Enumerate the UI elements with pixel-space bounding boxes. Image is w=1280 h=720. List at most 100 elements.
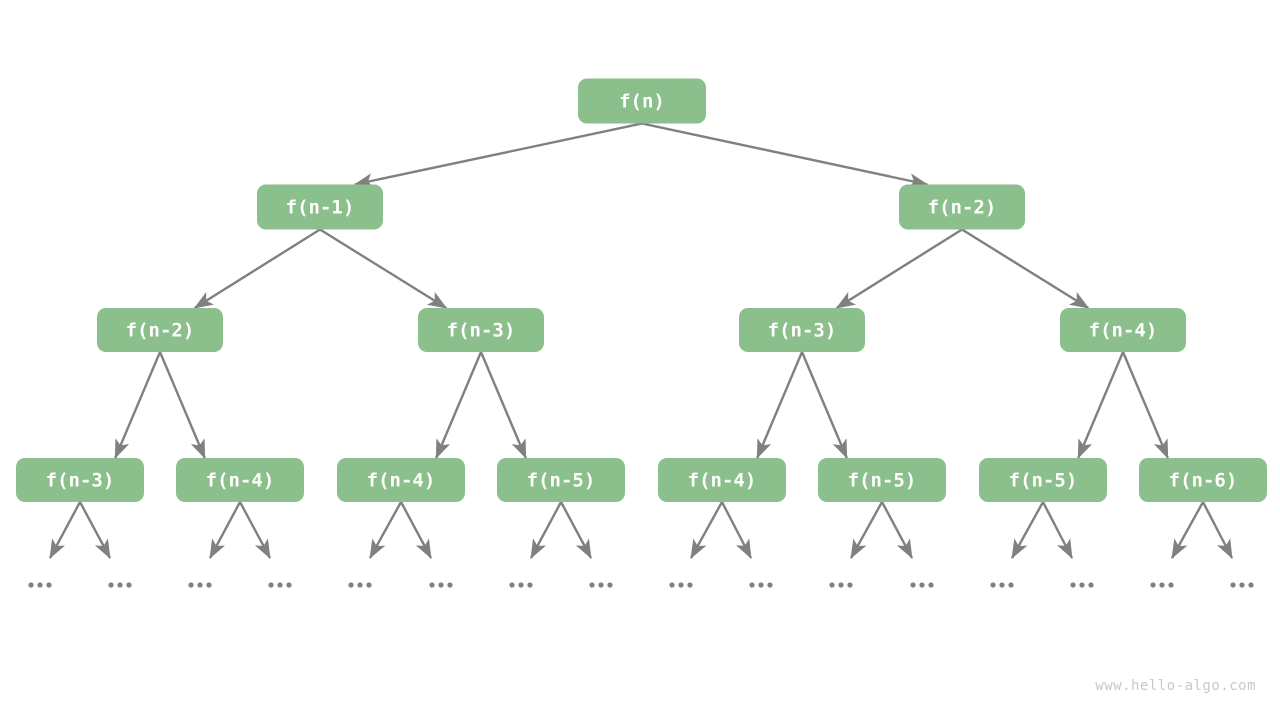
- edge-n7-to-e1: [78, 501, 112, 559]
- edge-n6-to-n14: [1121, 351, 1169, 459]
- ellipsis-dot: [928, 582, 934, 588]
- ellipsis-e4: [348, 582, 372, 588]
- ellipsis-dot: [108, 582, 114, 588]
- ellipsis-dot: [348, 582, 354, 588]
- node-background: [176, 458, 304, 502]
- node-background: [658, 458, 786, 502]
- ellipsis-dot: [28, 582, 34, 588]
- node-background: [1139, 458, 1267, 502]
- node-label: f(n-4): [367, 470, 436, 492]
- ellipsis-e15: [1230, 582, 1254, 588]
- edge-n6-to-n13: [1077, 351, 1125, 459]
- node-background: [1060, 308, 1186, 352]
- ellipsis-dot: [438, 582, 444, 588]
- node-background: [337, 458, 465, 502]
- ellipsis-dot: [749, 582, 755, 588]
- ellipsis-dot: [669, 582, 675, 588]
- edge-n0-to-n2: [641, 122, 929, 188]
- edge-n9-to-e4: [368, 501, 403, 559]
- ellipsis-dot: [527, 582, 533, 588]
- edge-n11-to-e9: [720, 501, 753, 559]
- ellipsis-dot: [509, 582, 515, 588]
- tree-node-n3[interactable]: f(n-2): [97, 308, 223, 352]
- ellipsis-dot: [919, 582, 925, 588]
- node-label: f(n): [619, 91, 665, 113]
- ellipsis-dot: [1150, 582, 1156, 588]
- edge-n2-to-n6: [961, 228, 1090, 310]
- node-background: [497, 458, 625, 502]
- node-label: f(n-2): [126, 320, 195, 342]
- node-background: [739, 308, 865, 352]
- watermark: www.hello-algo.com: [1095, 678, 1256, 694]
- ellipsis-dot: [429, 582, 435, 588]
- tree-node-n13[interactable]: f(n-5): [979, 458, 1107, 502]
- edge-n7-to-e0: [48, 501, 82, 559]
- node-label: f(n-4): [206, 470, 275, 492]
- tree-node-n12[interactable]: f(n-5): [818, 458, 946, 502]
- ellipsis-dot: [37, 582, 43, 588]
- ellipsis-e2: [188, 582, 212, 588]
- node-background: [578, 78, 706, 124]
- edge-n8-to-e3: [238, 501, 272, 559]
- tree-node-n9[interactable]: f(n-4): [337, 458, 465, 502]
- edge-n12-to-e10: [849, 501, 884, 559]
- node-label: f(n-2): [928, 197, 997, 219]
- ellipsis-dot: [1008, 582, 1014, 588]
- tree-node-n14[interactable]: f(n-6): [1139, 458, 1267, 502]
- ellipsis-dot: [589, 582, 595, 588]
- node-label: f(n-6): [1169, 470, 1238, 492]
- node-background: [818, 458, 946, 502]
- edge-n4-to-n9: [435, 351, 483, 459]
- edge-n14-to-e14: [1170, 501, 1205, 559]
- ellipsis-e11: [910, 582, 934, 588]
- tree-node-n7[interactable]: f(n-3): [16, 458, 144, 502]
- tree-node-n6[interactable]: f(n-4): [1060, 308, 1186, 352]
- edge-n9-to-e5: [399, 501, 433, 559]
- edge-n4-to-n10: [479, 351, 527, 459]
- tree-node-n8[interactable]: f(n-4): [176, 458, 304, 502]
- edge-n10-to-e6: [529, 501, 563, 559]
- edge-n0-to-n1: [353, 122, 643, 188]
- node-layer: f(n) f(n-1) f(n-2) f(n-2) f(n-3) f(n-3) f(n-4)…: [16, 78, 1267, 502]
- ellipsis-e10: [829, 582, 853, 588]
- ellipsis-e3: [268, 582, 292, 588]
- tree-node-n2[interactable]: f(n-2): [899, 184, 1025, 230]
- edge-n3-to-n8: [158, 351, 206, 459]
- ellipsis-dot: [829, 582, 835, 588]
- ellipsis-e12: [990, 582, 1014, 588]
- ellipsis-dot: [1159, 582, 1165, 588]
- ellipsis-dot: [46, 582, 52, 588]
- node-background: [418, 308, 544, 352]
- tree-node-n11[interactable]: f(n-4): [658, 458, 786, 502]
- ellipsis-layer: [28, 582, 1254, 588]
- node-label: f(n-4): [1089, 320, 1158, 342]
- node-background: [16, 458, 144, 502]
- node-label: f(n-5): [527, 470, 596, 492]
- ellipsis-dot: [1230, 582, 1236, 588]
- node-background: [979, 458, 1107, 502]
- ellipsis-e1: [108, 582, 132, 588]
- tree-node-n0[interactable]: f(n): [578, 78, 706, 124]
- ellipsis-dot: [206, 582, 212, 588]
- edge-n12-to-e11: [880, 501, 914, 559]
- ellipsis-dot: [357, 582, 363, 588]
- ellipsis-e9: [749, 582, 773, 588]
- tree-node-n10[interactable]: f(n-5): [497, 458, 625, 502]
- edge-n5-to-n11: [756, 351, 804, 459]
- tree-node-n5[interactable]: f(n-3): [739, 308, 865, 352]
- ellipsis-dot: [277, 582, 283, 588]
- ellipsis-e5: [429, 582, 453, 588]
- ellipsis-dot: [838, 582, 844, 588]
- tree-node-n1[interactable]: f(n-1): [257, 184, 383, 230]
- ellipsis-dot: [1239, 582, 1245, 588]
- edge-n3-to-n7: [114, 351, 162, 459]
- edge-n1-to-n4: [319, 228, 448, 310]
- edge-n8-to-e2: [208, 501, 242, 559]
- ellipsis-dot: [990, 582, 996, 588]
- ellipsis-dot: [286, 582, 292, 588]
- ellipsis-dot: [1168, 582, 1174, 588]
- node-background: [257, 184, 383, 230]
- node-label: f(n-3): [768, 320, 837, 342]
- tree-node-n4[interactable]: f(n-3): [418, 308, 544, 352]
- edge-layer: [48, 122, 1234, 559]
